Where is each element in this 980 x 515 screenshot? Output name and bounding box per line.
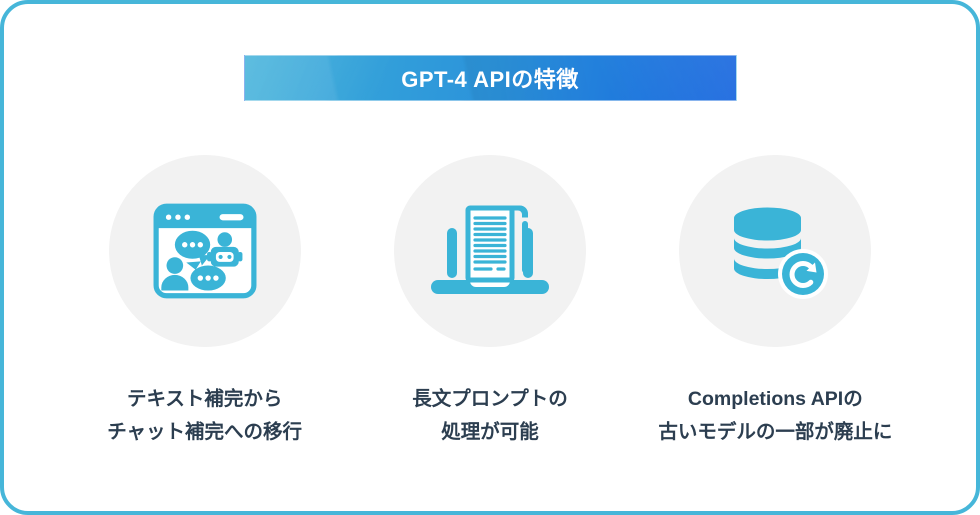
title-banner: GPT-4 APIの特徴 <box>243 55 737 101</box>
laptop-icon-circle <box>393 155 586 347</box>
database-refresh-icon <box>734 207 829 299</box>
feature-model-deprecation: Completions APIの 古いモデルの一部が廃止に <box>633 155 918 449</box>
laptop-document-icon <box>430 205 549 294</box>
feature-chat-migration: テキスト補完から チャット補完への移行 <box>62 155 347 449</box>
feature-label-line2: 古いモデルの一部が廃止に <box>658 421 893 443</box>
feature-label: Completions APIの 古いモデルの一部が廃止に <box>658 383 892 449</box>
feature-label: 長文プロンプトの 処理が可能 <box>412 383 567 449</box>
database-icon-circle <box>679 155 872 347</box>
feature-label-line1: Completions APIの <box>687 388 863 410</box>
chat-icon-circle <box>108 155 301 347</box>
chat-window-icon <box>153 203 257 299</box>
features-row: テキスト補完から チャット補完への移行 <box>4 155 976 449</box>
feature-label: テキスト補完から チャット補完への移行 <box>107 383 302 449</box>
feature-label-line2: チャット補完への移行 <box>107 421 303 443</box>
feature-label-line1: テキスト補完から <box>126 388 283 410</box>
feature-long-prompt: 長文プロンプトの 処理が可能 <box>347 155 632 449</box>
page-title: GPT-4 APIの特徴 <box>401 67 579 92</box>
feature-label-line2: 処理が可能 <box>441 421 539 443</box>
feature-label-line1: 長文プロンプトの <box>412 388 568 410</box>
